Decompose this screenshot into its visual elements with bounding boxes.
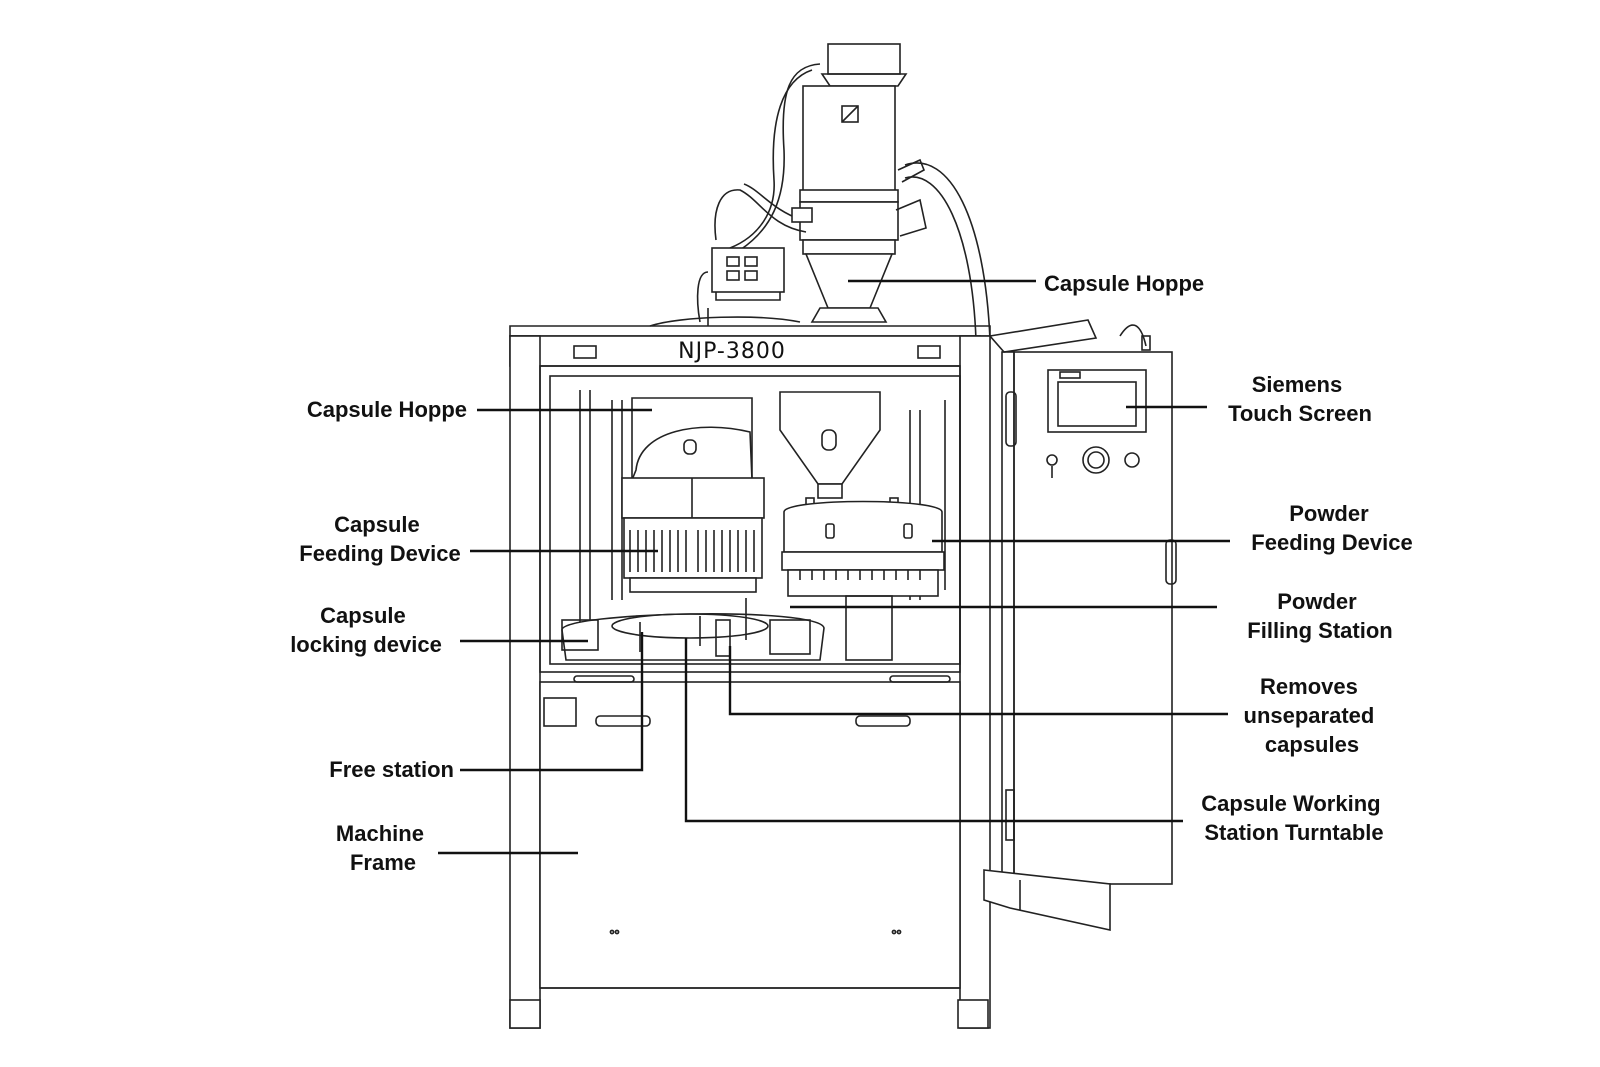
- label-powder-feeding-device: Powder Feeding Device: [1251, 501, 1412, 555]
- label-powder-filling-station: Powder Filling Station: [1247, 589, 1392, 643]
- leader-free-station: [460, 632, 644, 772]
- label-capsule-hopper-left: Capsule Hoppe: [307, 397, 467, 422]
- label-capsule-locking-device: Capsule locking device: [290, 603, 442, 657]
- label-free-station: Free station: [329, 757, 454, 782]
- vacuum-loader: [714, 43, 991, 341]
- inner-mechanism: [561, 390, 951, 683]
- label-capsule-feeding-device: Capsule Feeding Device: [299, 512, 460, 566]
- control-box: [696, 247, 785, 326]
- leader-lines: [438, 279, 1230, 855]
- dosing-ring: [799, 570, 921, 580]
- leader-removes-unseparated: [728, 646, 1228, 716]
- machine-illustration: NJP-3800: [509, 43, 1177, 1029]
- control-cabinet: [983, 319, 1177, 931]
- frame-top: NJP-3800: [509, 316, 991, 367]
- leader-turntable: [684, 638, 1183, 823]
- model-plate: NJP-3800: [678, 339, 786, 364]
- label-removes-unseparated-capsules: Removes unseparated capsules: [1244, 674, 1381, 757]
- label-siemens-touch-screen: Siemens Touch Screen: [1228, 372, 1372, 426]
- label-capsule-hopper-top: Capsule Hoppe: [1044, 271, 1204, 296]
- machine-frame: [509, 335, 991, 1029]
- label-capsule-working-station-turntable: Capsule Working Station Turntable: [1201, 791, 1386, 845]
- callout-labels: Capsule Hoppe Capsule Hoppe Siemens Touc…: [290, 271, 1413, 875]
- label-machine-frame: Machine Frame: [336, 821, 430, 875]
